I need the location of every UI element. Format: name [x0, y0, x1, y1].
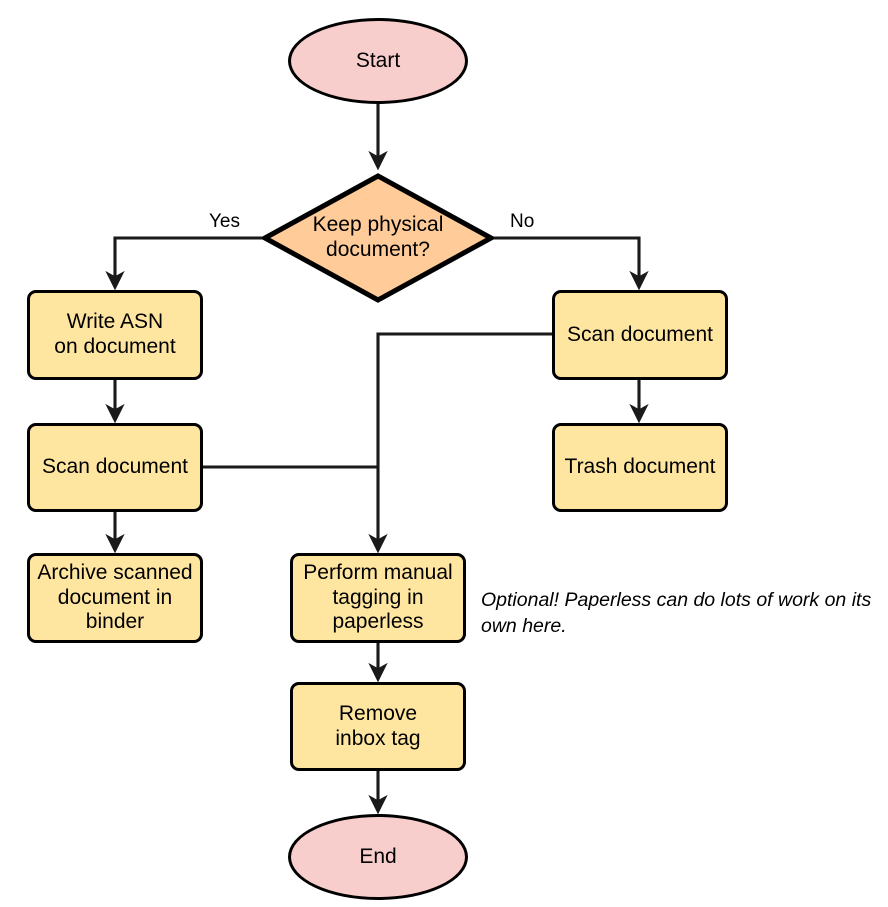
node-remove-inbox-tag[interactable]: Remove inbox tag — [290, 682, 466, 771]
diamond-shape-icon — [262, 173, 494, 303]
node-end[interactable]: End — [288, 814, 468, 900]
edge-label-no: No — [510, 211, 535, 232]
node-scan-document-left-label: Scan document — [42, 455, 188, 479]
node-scan-document-right[interactable]: Scan document — [552, 290, 728, 380]
node-perform-manual-tagging[interactable]: Perform manual tagging in paperless — [290, 553, 466, 643]
node-start-label: Start — [355, 48, 401, 72]
edge-decision-yes-to-write-asn — [105, 236, 262, 291]
node-trash-document[interactable]: Trash document — [552, 423, 728, 512]
edge-label-yes: Yes — [209, 211, 240, 232]
node-scan-document-right-label: Scan document — [567, 322, 713, 346]
node-start[interactable]: Start — [288, 18, 468, 104]
node-write-asn-on-document[interactable]: Write ASN on document — [27, 290, 203, 380]
node-decision-label: Keep physical document? — [312, 213, 444, 261]
node-archive-scanned-document[interactable]: Archive scanned document in binder — [27, 553, 203, 643]
edge-decision-no-to-scan-right — [494, 236, 649, 291]
node-write-asn-label: Write ASN on document — [54, 310, 176, 358]
annotation-optional-note: Optional! Paperless can do lots of work … — [481, 589, 872, 637]
edge-scan-right-to-tagging — [368, 332, 552, 554]
node-trash-document-label: Trash document — [564, 455, 716, 479]
node-decision-keep-physical-document[interactable]: Keep physical document? — [262, 173, 494, 303]
node-perform-manual-tagging-label: Perform manual tagging in paperless — [303, 560, 453, 634]
node-remove-inbox-tag-label: Remove inbox tag — [335, 701, 421, 750]
node-end-label: End — [359, 844, 397, 868]
node-scan-document-left[interactable]: Scan document — [27, 423, 203, 512]
node-archive-label: Archive scanned document in binder — [37, 560, 193, 634]
